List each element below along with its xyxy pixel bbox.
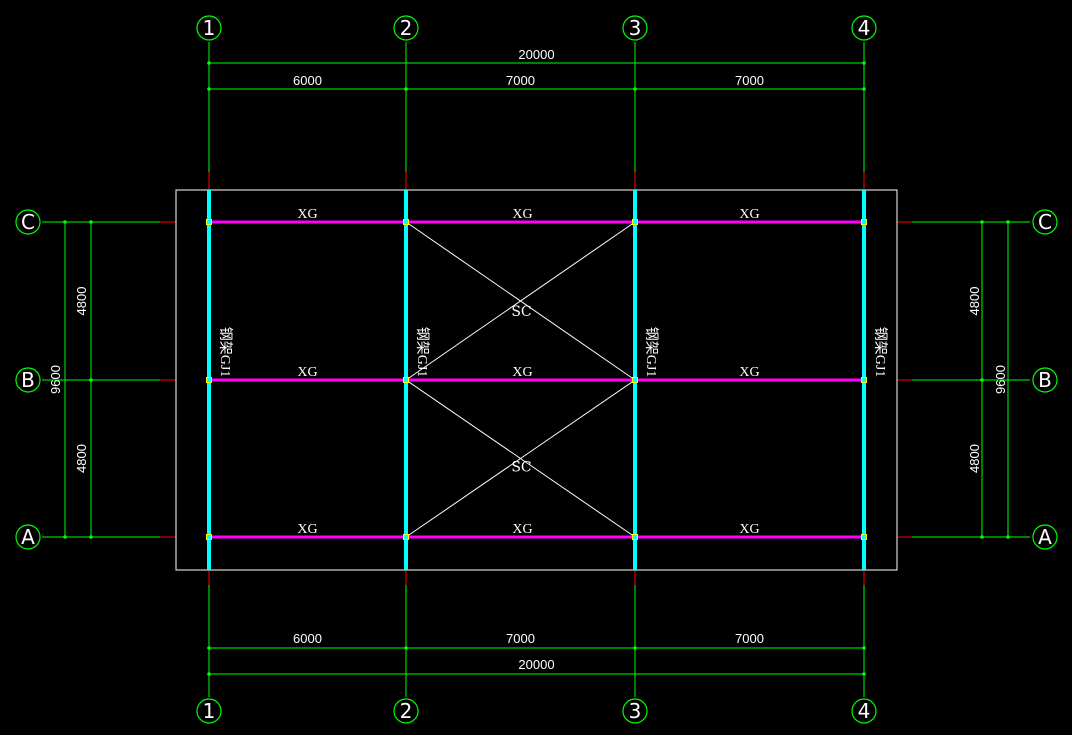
- node-2-B: [403, 377, 409, 383]
- axis-bubble-1-bottom: 1: [203, 699, 216, 723]
- node-4-B: [861, 377, 867, 383]
- node-1-B: [206, 377, 212, 383]
- axis-bubble-A-right: A: [1038, 525, 1052, 549]
- brace-sc-label: SC: [511, 460, 531, 476]
- brace-sc-label: SC: [511, 304, 531, 320]
- dim-bottom-span: 7000: [506, 631, 535, 646]
- axis-bubble-B-right: B: [1038, 368, 1052, 392]
- node-3-C: [632, 219, 638, 225]
- building-outline: [175, 189, 898, 571]
- node-1-C: [206, 219, 212, 225]
- axis-bubble-C-left: C: [21, 210, 35, 234]
- dim-bottom-span: 6000: [293, 631, 322, 646]
- dim-bottom-span: 7000: [735, 631, 764, 646]
- axis-bubble-2-top: 2: [400, 16, 413, 40]
- truss-gj1-label: 钢架GJ1: [643, 327, 659, 378]
- dim-tick: [207, 87, 211, 91]
- brace-sc-upper-b: [405, 221, 636, 381]
- axis-bubble-2-top-circle: [393, 15, 419, 41]
- dim-tick: [633, 87, 637, 91]
- dim-bottom-total: 20000: [518, 657, 554, 672]
- beam-xg-label: XG: [739, 207, 759, 222]
- axis-bubble-C-right: C: [1038, 210, 1052, 234]
- dim-right-span: 4800: [967, 287, 982, 316]
- axis-bubble-2-bottom-circle: [393, 698, 419, 724]
- dim-top-total: 20000: [518, 47, 554, 62]
- axis-bubble-A-left: A: [21, 525, 35, 549]
- beam-xg-label: XG: [512, 365, 532, 380]
- dim-tick: [207, 646, 211, 650]
- axis-bubble-B-left: B: [21, 368, 35, 392]
- dim-left-span: 4800: [74, 444, 89, 473]
- axis-bubble-3-bottom-circle: [622, 698, 648, 724]
- dim-tick: [862, 646, 866, 650]
- axis-bubble-B-right-circle: [1032, 367, 1058, 393]
- axis-bubble-4-bottom: 4: [858, 699, 871, 723]
- dim-tick: [633, 646, 637, 650]
- node-4-C: [861, 219, 867, 225]
- truss-gj1-label: 钢架GJ1: [872, 327, 888, 378]
- beam-xg-label: XG: [739, 365, 759, 380]
- dim-right-span: 4800: [967, 444, 982, 473]
- brace-sc-lower-b: [405, 379, 636, 538]
- axis-bubble-1-top-circle: [196, 15, 222, 41]
- axis-bubble-C-left-circle: [15, 209, 41, 235]
- beam-xg-label: XG: [739, 522, 759, 537]
- node-2-C: [403, 219, 409, 225]
- truss-gj1-label: 钢架GJ1: [217, 327, 233, 378]
- dim-tick: [862, 87, 866, 91]
- axis-bubble-1-top: 1: [203, 16, 216, 40]
- dim-tick: [404, 646, 408, 650]
- node-3-B: [632, 377, 638, 383]
- axis-bubble-A-left-circle: [15, 524, 41, 550]
- axis-bubble-B-left-circle: [15, 367, 41, 393]
- dim-tick: [207, 61, 211, 65]
- truss-gj1-label: 钢架GJ1: [414, 327, 430, 378]
- dim-left-span: 4800: [74, 287, 89, 316]
- axis-bubble-3-top: 3: [629, 16, 642, 40]
- node-3-A: [632, 534, 638, 540]
- dim-top-span: 7000: [735, 73, 764, 88]
- node-1-A: [206, 534, 212, 540]
- axis-bubble-4-top-circle: [851, 15, 877, 41]
- axis-bubble-C-right-circle: [1032, 209, 1058, 235]
- node-4-A: [861, 534, 867, 540]
- axis-bubble-4-top: 4: [858, 16, 871, 40]
- axis-bubble-2-bottom: 2: [400, 699, 413, 723]
- dim-top-span: 6000: [293, 73, 322, 88]
- axis-bubble-4-bottom-circle: [851, 698, 877, 724]
- beam-xg-label: XG: [512, 522, 532, 537]
- dim-tick: [404, 87, 408, 91]
- axis-bubble-3-bottom: 3: [629, 699, 642, 723]
- axis-bubble-3-top-circle: [622, 15, 648, 41]
- axis-bubble-A-right-circle: [1032, 524, 1058, 550]
- dim-tick: [862, 672, 866, 676]
- beam-xg-label: XG: [512, 207, 532, 222]
- dim-tick: [862, 61, 866, 65]
- dim-top-span: 7000: [506, 73, 535, 88]
- node-2-A: [403, 534, 409, 540]
- beam-xg-label: XG: [297, 207, 317, 222]
- beam-xg-label: XG: [297, 522, 317, 537]
- dim-tick: [207, 672, 211, 676]
- axis-bubble-1-bottom-circle: [196, 698, 222, 724]
- beam-xg-label: XG: [297, 365, 317, 380]
